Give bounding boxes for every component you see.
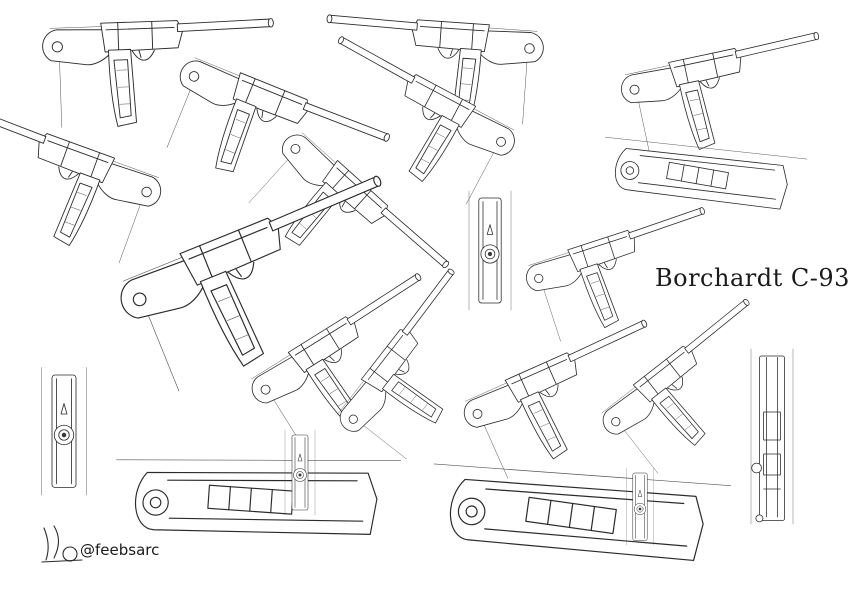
pistol-sketch (111, 440, 402, 548)
pistol-sketch (750, 348, 794, 525)
pistol-sketch (423, 443, 732, 576)
pistol-sketch (617, 30, 837, 164)
sheet-title: Borchardt C-93 (655, 264, 850, 292)
artist-handle: @feebsarc (80, 541, 160, 559)
pistol-sketch (468, 190, 512, 311)
artist-signature-mark (41, 525, 83, 563)
pistol-sketch (0, 102, 168, 270)
pistol-sketch (41, 367, 87, 496)
